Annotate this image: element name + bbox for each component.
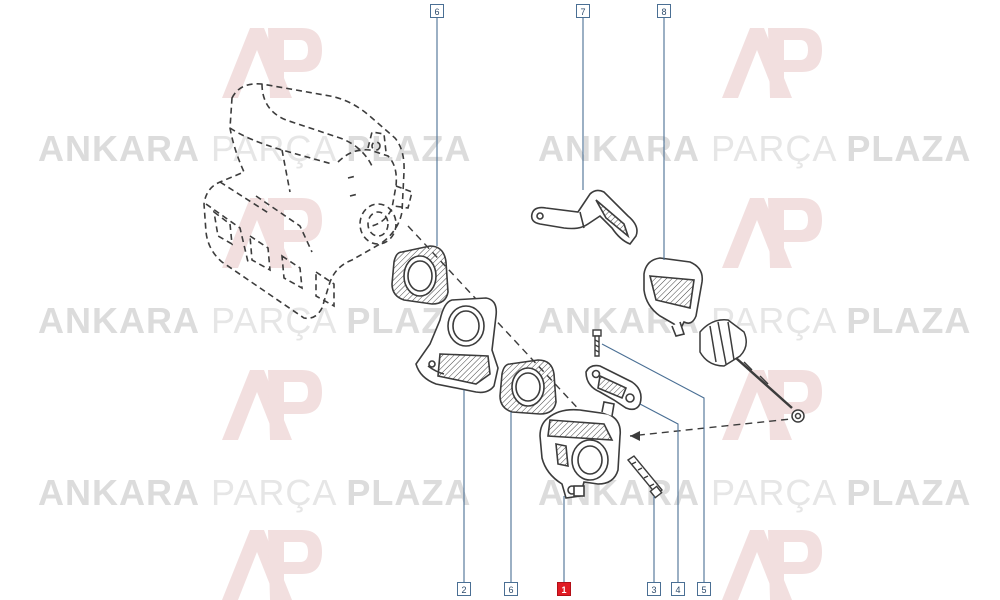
intake-manifold-icon bbox=[203, 82, 413, 320]
bolt-icon bbox=[592, 329, 602, 357]
cable-routing-line bbox=[629, 417, 801, 437]
watermark-text: ANKARA PARÇA PLAZA bbox=[38, 472, 472, 513]
callout-2[interactable]: 2 bbox=[457, 582, 471, 596]
cable-icon bbox=[699, 319, 805, 423]
gasket-icon bbox=[499, 359, 557, 415]
spacer-plate-icon bbox=[415, 297, 499, 394]
bracket-icon bbox=[530, 189, 638, 245]
cable-arrow bbox=[630, 431, 640, 441]
watermark-text: ANKARA PARÇA PLAZA bbox=[38, 128, 472, 169]
callout-3[interactable]: 3 bbox=[647, 582, 661, 596]
callout-8[interactable]: 8 bbox=[657, 4, 671, 18]
callout-5[interactable]: 5 bbox=[697, 582, 711, 596]
throttle-body-icon bbox=[539, 401, 622, 499]
callout-7[interactable]: 7 bbox=[576, 4, 590, 18]
callout-1-highlighted[interactable]: 1 bbox=[557, 582, 571, 596]
watermark-logo bbox=[222, 28, 822, 600]
assembly-axis bbox=[407, 225, 599, 431]
callout-4[interactable]: 4 bbox=[671, 582, 685, 596]
cable-support-icon bbox=[643, 257, 704, 337]
gasket-icon bbox=[391, 245, 449, 305]
watermark-text: ANKARA PARÇA PLAZA bbox=[538, 128, 972, 169]
bracket-icon bbox=[585, 364, 642, 411]
bolt-icon bbox=[626, 455, 664, 499]
callout-6-upper[interactable]: 6 bbox=[430, 4, 444, 18]
leader-lines bbox=[436, 18, 705, 582]
callout-6-lower[interactable]: 6 bbox=[504, 582, 518, 596]
